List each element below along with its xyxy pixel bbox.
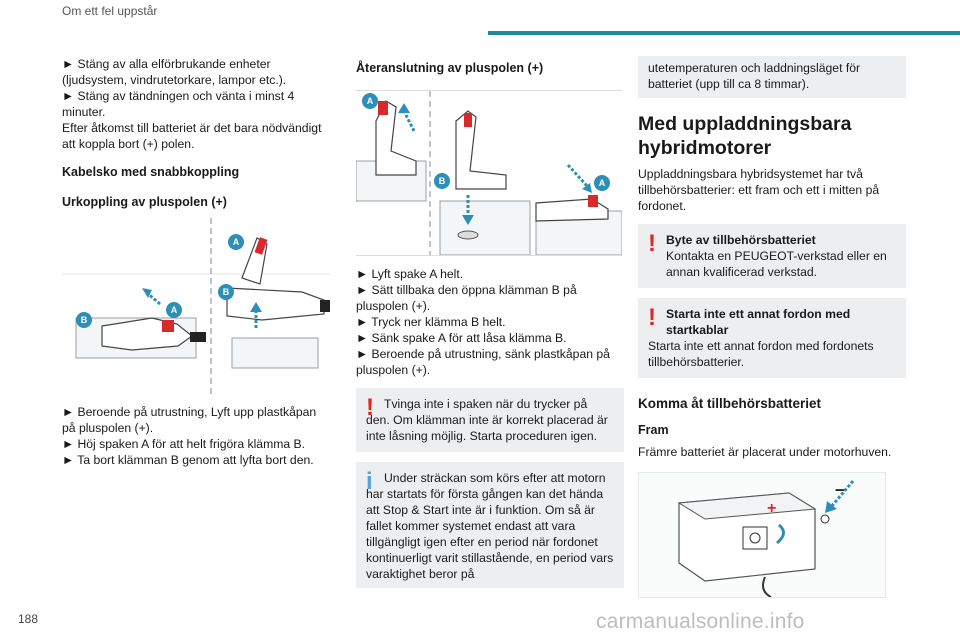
page-number: 188	[18, 612, 39, 626]
minus-sign: –	[835, 479, 845, 499]
front-battery-illustration: + –	[639, 473, 885, 598]
label-b-badge	[76, 312, 92, 328]
warning-text: Starta inte ett annat fordon med fordone…	[648, 339, 874, 369]
section-header: Om ett fel uppstår	[62, 4, 158, 18]
intro-line: ► Stäng av tändningen och vänta i minst …	[62, 89, 295, 119]
label-b: B	[439, 176, 446, 186]
step-line: ► Sänk spake A för att låsa klämma B.	[356, 331, 567, 345]
warning-note: ! Tvinga inte i spaken när du trycker på…	[356, 388, 624, 452]
heading-front: Fram	[638, 423, 669, 437]
info-text-first: Under sträckan som körs efter att motorn	[384, 471, 606, 485]
label-a-badge	[594, 175, 610, 191]
warning-text: den. Om klämman inte är korrekt placerad…	[366, 413, 608, 443]
step-line: ► Beroende på utrustning, Lyft upp plast…	[62, 405, 317, 435]
step-line: ► Lyft spake A helt.	[356, 267, 464, 281]
warning-title: Starta inte ett annat fordon med startka…	[666, 307, 851, 337]
disconnect-illustration: B A A B	[62, 218, 330, 394]
warning-note-replace: ! Byte av tillbehörsbatteriet Kontakta e…	[638, 224, 906, 288]
warning-note-jumpstart: ! Starta inte ett annat fordon med start…	[638, 298, 906, 378]
figure-reconnect: A B A	[355, 90, 623, 256]
label-a: A	[233, 237, 240, 247]
warning-text: Kontakta en PEUGEOT-verkstad eller en an…	[666, 249, 887, 279]
label-a: A	[367, 96, 374, 106]
heading-access-battery: Komma åt tillbehörsbatteriet	[638, 396, 822, 411]
info-text: har startats för första gången kan det h…	[366, 487, 614, 581]
label-a-badge	[166, 302, 182, 318]
warning-title: Byte av tillbehörsbatteriet	[666, 233, 816, 247]
figure-front-battery: + –	[638, 472, 886, 598]
intro-line: Efter åtkomst till batteriet är det bara…	[62, 121, 322, 151]
step-line: ► Ta bort klämman B genom att lyfta bort…	[62, 453, 314, 467]
label-b-badge	[434, 173, 450, 189]
heading-quick-connector: Kabelsko med snabbkoppling	[62, 165, 240, 179]
continued-text: utetemperaturen och laddningsläget för b…	[648, 61, 861, 91]
label-a: A	[599, 178, 606, 188]
step-line: ► Höj spaken A för att helt frigöra kläm…	[62, 437, 306, 451]
warning-icon: !	[648, 230, 656, 257]
disconnect-steps: ► Beroende på utrustning, Lyft upp plast…	[62, 404, 330, 468]
front-battery-text: Främre batteriet är placerat under motor…	[638, 445, 892, 459]
label-b-badge	[218, 284, 234, 300]
heading-hybrid: Med uppladdningsbara hybridmotorer	[638, 113, 852, 159]
info-note: i Under sträckan som körs efter att moto…	[356, 462, 624, 588]
hybrid-intro: Uppladdningsbara hybridsystemet har två …	[638, 167, 880, 213]
warning-text-first: Tvinga inte i spaken när du trycker på	[384, 397, 588, 411]
info-icon: i	[366, 468, 373, 495]
label-a-badge	[362, 93, 378, 109]
continued-note: utetemperaturen och laddningsläget för b…	[638, 56, 906, 98]
reconnect-steps: ► Lyft spake A helt. ► Sätt tillbaka den…	[356, 266, 624, 378]
step-line: ► Tryck ner klämma B helt.	[356, 315, 506, 329]
step-line: ► Sätt tillbaka den öppna klämman B på p…	[356, 283, 577, 313]
plus-sign: +	[767, 500, 776, 517]
column-1: ► Stäng av alla elförbrukande enheter (l…	[62, 56, 330, 468]
reconnect-illustration: A B A	[355, 91, 623, 256]
heading-disconnect: Urkoppling av pluspolen (+)	[62, 195, 227, 209]
intro-line: ► Stäng av alla elförbrukande enheter (l…	[62, 57, 287, 87]
heading-reconnect: Återanslutning av pluspolen (+)	[356, 61, 544, 75]
label-a-badge	[228, 234, 244, 250]
step-line: ► Beroende på utrustning, sänk plastkåpa…	[356, 347, 610, 377]
figure-disconnect: B A A B	[62, 218, 330, 394]
warning-icon: !	[366, 394, 374, 421]
intro-text: ► Stäng av alla elförbrukande enheter (l…	[62, 56, 330, 152]
watermark: carmanualsonline.info	[596, 610, 805, 633]
header-accent-bar	[488, 31, 960, 35]
label-b: B	[223, 287, 230, 297]
label-a: A	[171, 305, 178, 315]
column-3: utetemperaturen och laddningsläget för b…	[638, 56, 906, 598]
warning-icon: !	[648, 304, 656, 331]
label-b: B	[81, 315, 88, 325]
column-2: Återanslutning av pluspolen (+) A B	[355, 56, 624, 598]
